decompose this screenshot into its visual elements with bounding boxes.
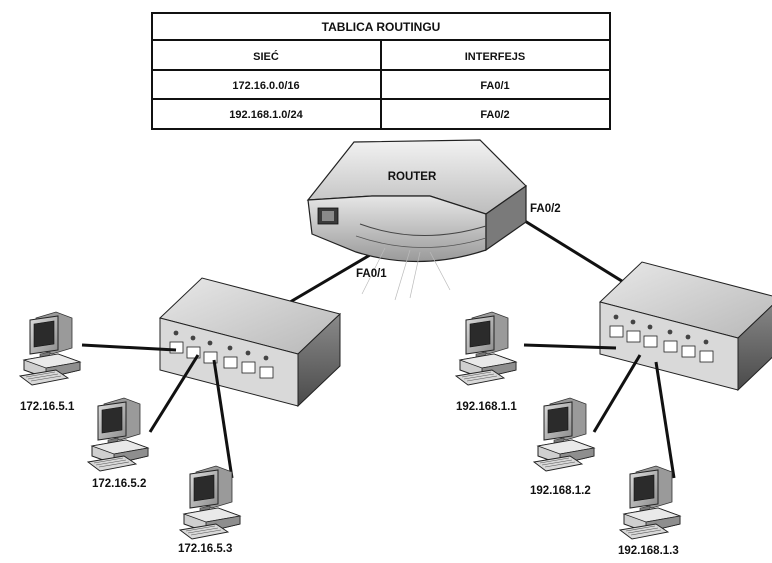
host-ip-label: 172.16.5.1 — [20, 401, 75, 413]
computer-icon — [619, 465, 681, 540]
table-cell-network: 172.16.0.0/16 — [232, 80, 299, 92]
table-cell-interface: FA0/2 — [480, 109, 509, 121]
interface-label-fa0-2: FA0/2 — [530, 203, 561, 215]
routing-table-title: TABLICA ROUTINGU — [322, 20, 441, 34]
link-host-172-16-5-2 — [148, 354, 200, 433]
computer-icon — [179, 465, 241, 540]
host-ip-label: 192.168.1.2 — [530, 485, 591, 497]
interface-label-fa0-1: FA0/1 — [356, 268, 387, 280]
link-host-172-16-5-3 — [212, 359, 234, 479]
table-cell-network: 192.168.1.0/24 — [229, 109, 303, 121]
router-label: ROUTER — [388, 171, 437, 183]
computer-icon — [455, 311, 517, 386]
computer-icon — [87, 397, 149, 472]
switch-left-icon — [159, 277, 341, 407]
router-icon: ROUTER — [306, 139, 527, 301]
host-ip-label: 172.16.5.2 — [92, 478, 146, 490]
link-host-192-168-1-1 — [523, 343, 617, 350]
link-host-192-168-1-3 — [654, 361, 676, 479]
computer-icon — [19, 311, 81, 386]
link-host-192-168-1-2 — [592, 354, 642, 433]
switch-right-icon — [599, 261, 772, 391]
computer-icon — [533, 397, 595, 472]
table-header-network: SIEĆ — [253, 50, 279, 63]
link-host-172-16-5-1 — [81, 343, 177, 352]
table-header-interface: INTERFEJS — [465, 51, 526, 63]
host-ip-label: 192.168.1.3 — [618, 545, 679, 557]
table-cell-interface: FA0/1 — [480, 80, 509, 92]
host-ip-label: 192.168.1.1 — [456, 401, 517, 413]
routing-table: TABLICA ROUTINGU SIEĆ INTERFEJS 172.16.0… — [151, 12, 611, 130]
host-ip-label: 172.16.5.3 — [178, 543, 232, 555]
